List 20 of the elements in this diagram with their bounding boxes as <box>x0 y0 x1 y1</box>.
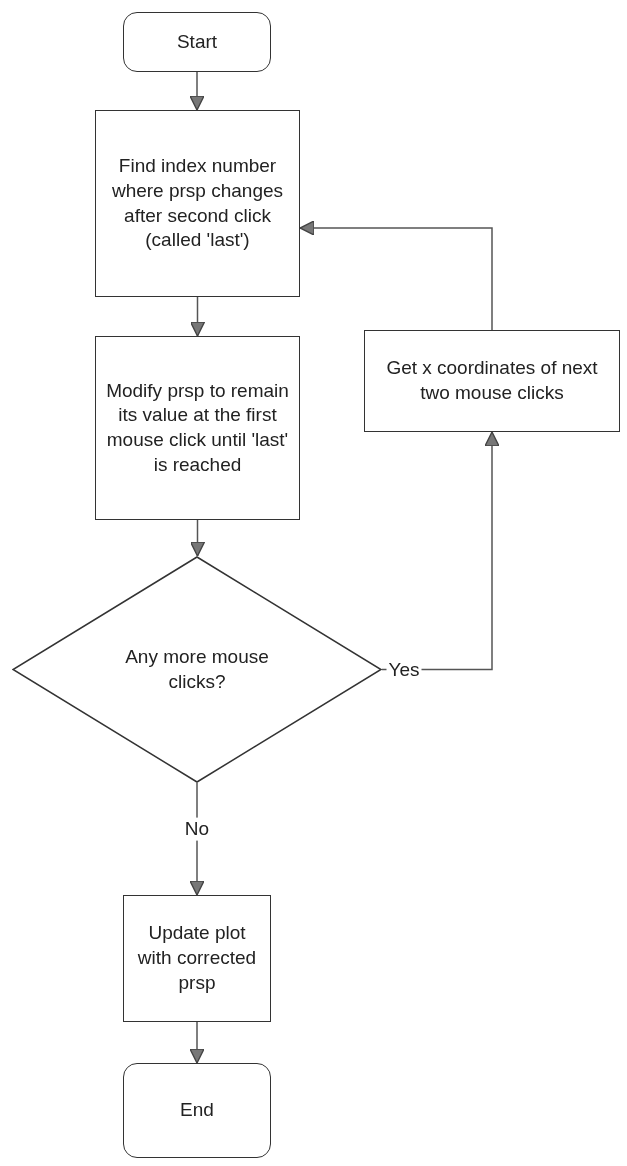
arrow <box>189 296 206 337</box>
arrow <box>189 71 205 111</box>
process-box <box>123 895 271 1022</box>
node-text: End <box>179 1098 215 1123</box>
terminal-box <box>123 1063 271 1158</box>
node-text: Get x coordinates of next two mouse clicks <box>385 356 599 405</box>
process-box <box>95 336 300 520</box>
node-text: Find index number where prsp changes after second click (called 'last') <box>110 154 285 253</box>
decision-diamond <box>12 556 382 783</box>
arrow <box>189 1021 205 1064</box>
arrow <box>381 431 500 671</box>
node-text: Modify prsp to remain its value at the first mouse click until 'last' is reached <box>105 378 290 477</box>
node-text: Any more mouse clicks? <box>124 644 270 694</box>
arrow <box>189 519 206 557</box>
node-text: Update plot with corrected prsp <box>136 921 258 995</box>
node-text: Start <box>175 29 219 54</box>
terminal-box <box>123 12 271 72</box>
arrow <box>299 220 493 331</box>
process-box <box>364 330 620 432</box>
process-box <box>95 110 300 297</box>
